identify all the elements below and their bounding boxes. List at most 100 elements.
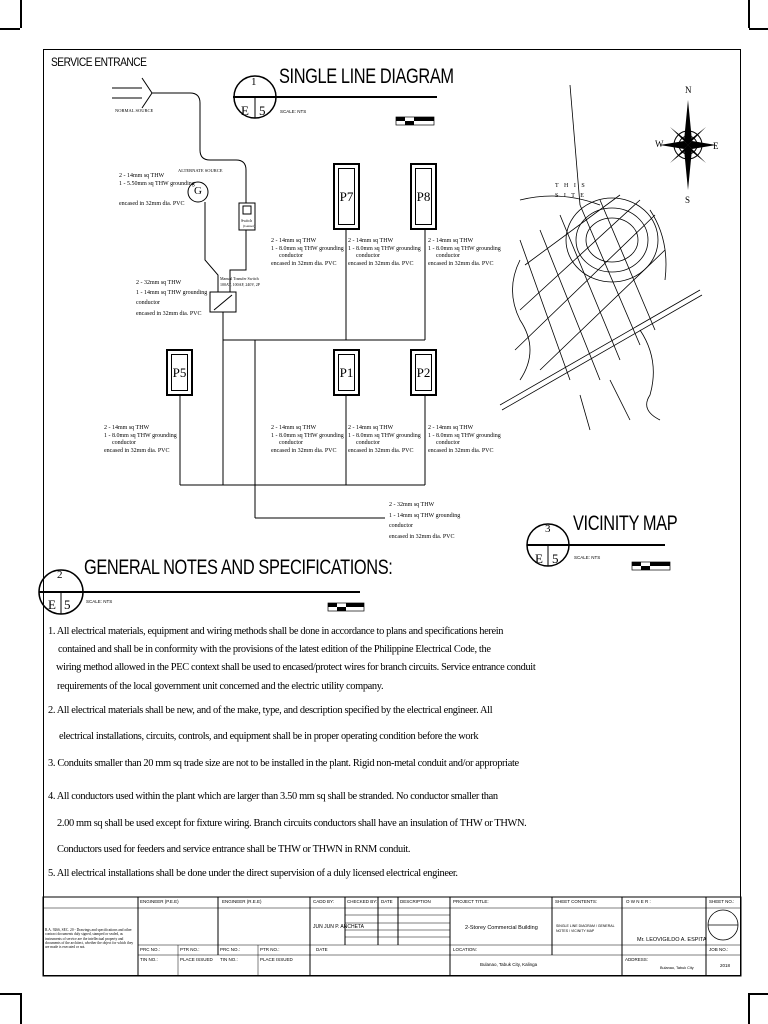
single-line-number: 1 [251,76,257,88]
tb-description: DESCRIPTION [400,899,431,904]
vicinity-sheet-e: E [535,551,543,566]
general-number: 2 [57,569,63,581]
conductor-line4: encased in 32mm dia. PVC [348,260,414,267]
compass-south: S [685,195,691,205]
conductor-line1: 2 - 14mm sq THW [271,238,317,244]
feeder-line1: 2 - 32mm sq THW [389,502,435,508]
panel-p5: P5 [166,349,193,396]
panel-p1-label: P1 [338,354,355,391]
tb-address-value: Bulanao, Tabuk City [660,966,694,970]
tb-cad-name: JUN JUN P. ANCHETA [313,924,364,930]
conductor-line3: conductor [356,253,380,259]
crop-mark [20,0,22,28]
conductor-line1: 2 - 14mm sq THW [428,238,474,244]
conductor-label-p7b: 2 - 14mm sq THW 1 - 8.0mm sq THW groundi… [348,238,421,268]
conductor-line2: 1 - 8.0mm sq THW grounding [348,245,421,252]
general-sheet-no: 5 [64,597,71,612]
tb-ptr-no-2: PTR NO.: [260,947,280,952]
conductor-line2: 1 - 8.0mm sq THW grounding [271,245,344,252]
mts-conductor-line3: conductor [136,300,160,306]
crop-mark [749,28,768,30]
note-1-line-1: 1. All electrical materials, equipment a… [48,626,504,637]
tb-location-value: Bulanao, Tabuk City, Kalinga [480,962,538,967]
panel-p2: P2 [410,349,437,396]
tb-location: LOCATION: [453,947,477,952]
panel-p2-label: P2 [415,354,432,391]
tb-owner-name: Mr. LEOVIGILDO A. ESPITA [637,937,707,943]
tb-ptr-no: PTR NO.: [180,947,200,952]
tb-owner: O W N E R : [626,899,651,904]
conductor-line4: encased in 32mm dia. PVC [271,260,337,267]
note-5: 5. All electrical installations shall be… [48,868,458,879]
general-sheet-e: E [48,597,56,612]
genset-switch-label: Switch [241,218,253,223]
map-this-site-label: T H I S [555,183,587,189]
conductor-line4: encased in 32mm dia. PVC [104,447,170,454]
conductor-line2: 1 - 8.0mm sq THW grounding [104,432,177,439]
conductor-line3: conductor [112,440,136,446]
manual-transfer-switch-label: Manual Transfer Switch [220,276,259,281]
conductor-line2: 1 - 8.0mm sq THW grounding [428,245,501,252]
conductor-label-p1b: 2 - 14mm sq THW 1 - 8.0mm sq THW groundi… [348,425,421,455]
tb-place-issued-2: PLACE ISSUED [260,957,293,962]
conductor-line3: conductor [279,253,303,259]
conductor-line4: encased in 32mm dia. PVC [348,447,414,454]
mts-rating-label: 100AT, 100AF, 240V, 2P [220,282,260,287]
tb-project-name: 2-Storey Commercial Building [465,925,538,931]
generator-symbol: G [194,185,202,197]
conductor-line1: 2 - 14mm sq THW [348,238,394,244]
vicinity-title: VICINITY MAP [573,512,678,535]
normal-source-label: NORMAL SOURCE [115,108,154,113]
panel-p7: P7 [333,163,360,230]
crop-mark [20,993,22,1024]
crop-mark [748,0,750,28]
conductor-line1: 2 - 14mm sq THW [348,425,394,431]
conductor-label-p8: 2 - 14mm sq THW 1 - 8.0mm sq THW groundi… [428,238,501,268]
general-scale: SCALE: NTS [86,599,113,604]
tb-sheet-contents: SHEET CONTENTS: [555,899,598,904]
tb-engineer-ree: ENGINEER (R.E.E) [222,899,262,904]
compass-east: E [713,141,719,151]
note-2-line-2: electrical installations, circuits, cont… [59,731,479,742]
tb-place-issued: PLACE ISSUED [180,957,213,962]
general-notes-title: GENERAL NOTES AND SPECIFICATIONS: [84,556,393,579]
mts-conductor-line2: 1 - 14mm sq THW grounding [136,290,208,296]
panel-p8-label: P8 [415,168,432,225]
tb-prc-no-2: PRC NO.: [220,947,241,952]
ra-9266-text: R.A. 9266, SEC. 20 - Drawings and specif… [45,928,134,950]
note-3: 3. Conduits smaller than 20 mm sq trade … [48,758,519,769]
service-entrance-label: SERVICE ENTRANCE [51,55,147,69]
note-4-line-3: Conductors used for feeders and service … [57,844,411,855]
map-site-label: S I T E [555,193,586,199]
tb-date-2: DATE [316,947,328,952]
panel-p7-label: P7 [338,168,355,225]
conductor-label-p1: 2 - 14mm sq THW 1 - 8.0mm sq THW groundi… [271,425,344,455]
feeder-line2: 1 - 14mm sq THW grounding [389,512,461,519]
single-line-title: SINGLE LINE DIAGRAM [279,65,454,88]
tb-address: ADDRESS: [625,957,649,962]
feeder-conductor-label: 2 - 32mm sq THW 1 - 14mm sq THW groundin… [389,502,460,541]
single-line-scale: SCALE: NTS [280,109,307,114]
single-line-sheet-no: 5 [259,103,266,118]
conductor-line4: encased in 32mm dia. PVC [271,447,337,454]
conductor-line2: 1 - 8.0mm sq THW grounding [271,432,344,439]
tb-job-no: JOB NO.: [709,947,729,952]
genset-switch-sublabel: (Genset) [243,224,256,228]
crop-mark [749,993,768,995]
gen-conductor-line1: 2 - 14mm sq THW [119,173,165,179]
tb-tin-no-2: TIN NO.: [220,957,238,962]
single-line-sheet-e: E [241,103,249,118]
conductor-line2: 1 - 8.0mm sq THW grounding [348,432,421,439]
vicinity-sheet-no: 5 [552,551,559,566]
alternate-source-label: ALTERNATE SOURCE [178,168,223,173]
conductor-line3: conductor [436,253,460,259]
note-2-line-1: 2. All electrical materials shall be new… [48,705,493,716]
conductor-line4: encased in 32mm dia. PVC [428,260,494,267]
gen-conductor-line3: encased in 32mm dia. PVC [119,201,185,207]
tb-cad-by: CADD BY: [313,899,335,904]
vicinity-number: 3 [545,523,551,535]
note-1-line-2: contained and shall be in conformity wit… [58,644,491,655]
compass-west: W [655,139,664,149]
tb-year: 2018 [720,963,731,968]
note-4-line-1: 4. All conductors used within the plant … [48,791,498,802]
